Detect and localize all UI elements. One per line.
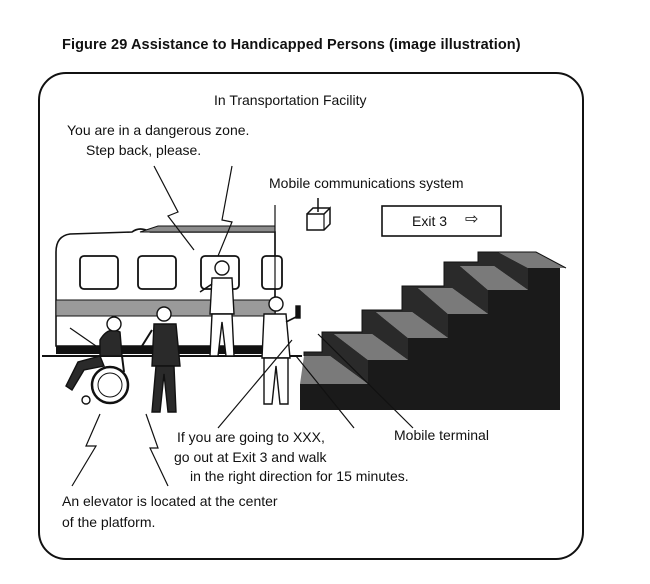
signal-zigzags: [71, 165, 233, 487]
staircase: [300, 251, 567, 410]
person-with-terminal-figure: [261, 296, 301, 405]
mobile-terminal-icon: [295, 305, 301, 319]
person-suit-figure: [141, 306, 181, 413]
guidance-text-line2: go out at Exit 3 and walk: [174, 449, 327, 465]
train-window: [261, 255, 283, 290]
wheelchair-user-figure: [65, 316, 130, 405]
arrow-right-icon: ⇨: [465, 211, 479, 228]
leader-guidance: [217, 339, 293, 429]
leader-mobile-terminal: [317, 333, 414, 429]
guidance-text-line1: If you are going to XXX,: [177, 429, 325, 445]
comm-system-label: Mobile communications system: [269, 175, 464, 191]
figure-title: Figure 29 Assistance to Handicapped Pers…: [62, 37, 521, 53]
comm-system-icon: [306, 198, 331, 231]
elevator-text-line1: An elevator is located at the center: [62, 493, 278, 509]
exit-sign-label: Exit 3: [412, 213, 448, 229]
leader-guidance-2: [295, 355, 355, 429]
warning-text-line1: You are in a dangerous zone.: [67, 122, 250, 138]
person-at-edge-figure: [199, 260, 235, 357]
warning-text-line2: Step back, please.: [86, 142, 202, 158]
illustration-frame: [38, 72, 584, 560]
guidance-text-line3: in the right direction for 15 minutes.: [190, 468, 409, 484]
train-window: [137, 255, 177, 290]
elevator-text-line2: of the platform.: [62, 514, 156, 530]
mobile-terminal-label: Mobile terminal: [394, 427, 489, 443]
scene-heading: In Transportation Facility: [214, 92, 367, 108]
train-window: [79, 255, 119, 290]
exit-sign: [381, 205, 502, 237]
